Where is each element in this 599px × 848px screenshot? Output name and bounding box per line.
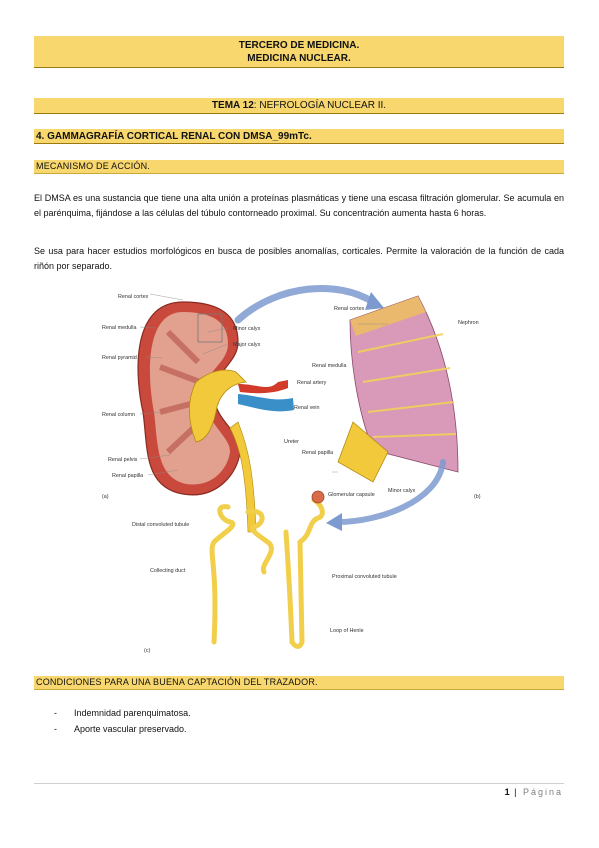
label-major-calyx: Major calyx [233,342,261,348]
subject-title: MEDICINA NUCLEAR. [247,53,351,64]
page-label: Página [522,787,563,797]
label-distal-tubule: Distal convoluted tubule [132,522,189,528]
list-item: Aporte vascular preservado. [34,721,191,737]
label-renal-papilla: Renal papilla [112,473,143,479]
label-panel-b: (b) [474,494,481,500]
label-proximal-tubule: Proximal convoluted tubule [332,574,397,580]
topic-title: TEMA 12: NEFROLOGÍA NUCLEAR II. [34,98,564,114]
page-number: 1 [504,787,510,797]
label-collecting-duct: Collecting duct [150,568,186,574]
topic-name: : NEFROLOGÍA NUCLEAR II. [253,100,387,111]
label-renal-papilla-b: Renal papilla [302,450,333,456]
label-panel-a: (a) [102,494,109,500]
topic-number: TEMA 12 [211,100,254,111]
conditions-heading: CONDICIONES PARA UNA BUENA CAPTACIÓN DEL… [34,676,564,690]
label-ureter: Ureter [284,439,299,445]
label-renal-artery: Renal artery [297,380,327,386]
mechanism-heading: MECANISMO DE ACCIÓN. [34,160,564,174]
label-renal-medulla-b: Renal medulla [312,363,346,369]
page-footer: 1 | Página [505,787,563,797]
label-renal-pyramid: Renal pyramid [102,355,137,361]
label-renal-medulla: Renal medulla [102,325,136,331]
label-renal-cortex-b: Renal cortex [334,306,365,312]
conditions-list: Indemnidad parenquimatosa. Aporte vascul… [34,705,191,737]
document-header: TERCERO DE MEDICINA. MEDICINA NUCLEAR. [34,36,564,68]
section-title: 4. GAMMAGRAFÍA CORTICAL RENAL CON DMSA_9… [34,129,564,144]
label-renal-column: Renal column [102,412,135,418]
footer-divider [34,783,564,784]
label-panel-c: (c) [144,648,150,654]
label-nephron: Nephron [458,320,479,326]
mechanism-paragraph-1: El DMSA es una sustancia que tiene una a… [34,193,564,218]
renal-pyramid-illustration [337,295,459,483]
list-item: Indemnidad parenquimatosa. [34,705,191,721]
footer-separator: | [509,787,523,797]
label-glomerular-capsule: Glomerular capsule [328,492,375,498]
label-renal-pelvis: Renal pelvis [108,457,138,463]
kidney-anatomy-figure: Renal cortex Renal medulla Renal pyramid… [88,272,488,656]
kidney-illustration [137,301,294,533]
label-renal-cortex: Renal cortex [118,294,149,300]
course-title: TERCERO DE MEDICINA. [238,40,360,51]
mechanism-paragraph-2: Se usa para hacer estudios morfológicos … [34,246,564,271]
label-loop-of-henle: Loop of Henle [330,628,364,634]
nephron-illustration [209,497,325,649]
label-renal-vein: Renal vein [294,405,319,411]
label-minor-calyx-a: Minor calyx [233,326,261,332]
label-minor-calyx-b: Minor calyx [388,488,416,494]
